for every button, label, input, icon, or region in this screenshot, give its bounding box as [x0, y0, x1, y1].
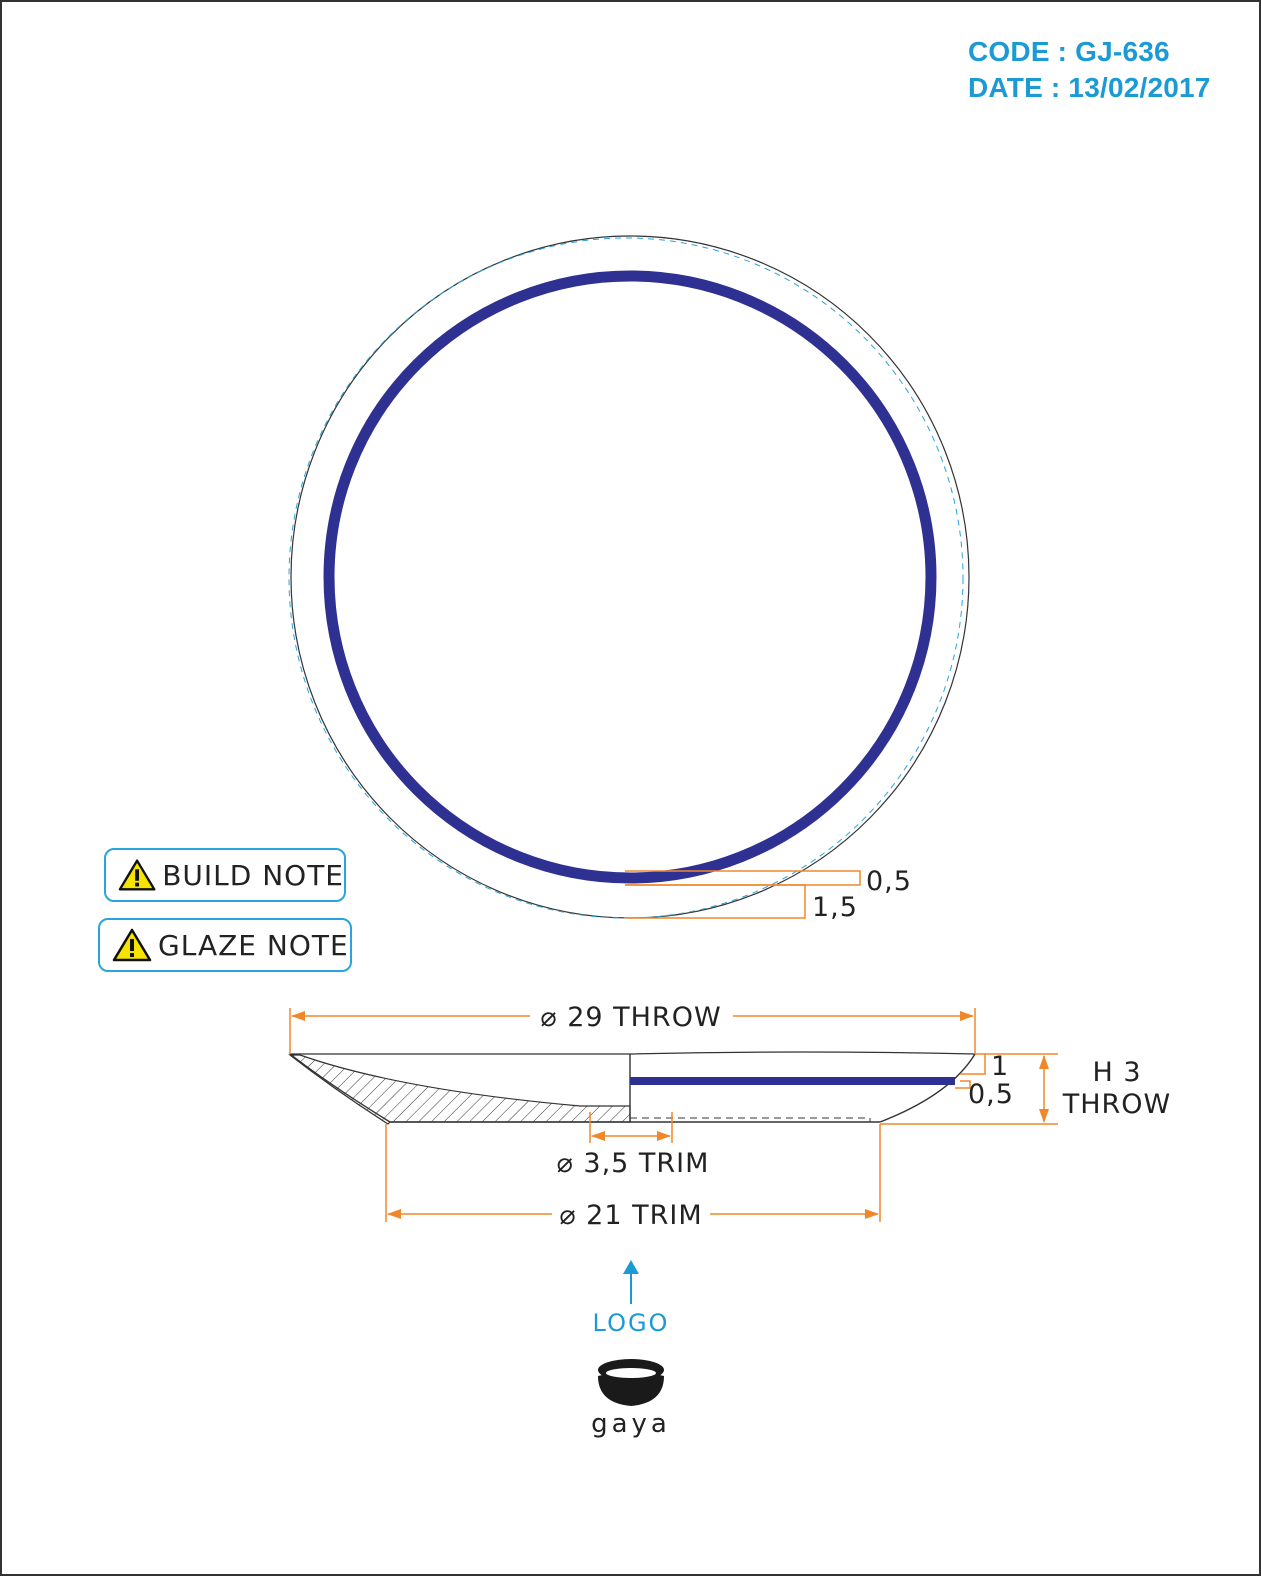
- dim-foot-inner: ⌀ 3,5 TRIM: [557, 1148, 710, 1179]
- build-note-button[interactable]: BUILD NOTE: [104, 848, 346, 902]
- plate-top-view: [288, 235, 970, 919]
- plate-outer-rim: [290, 235, 970, 919]
- top-view-dimensions: 0,5 1,5: [625, 866, 912, 923]
- glaze-note-button[interactable]: GLAZE NOTE: [98, 918, 352, 972]
- plate-blue-band: [323, 270, 937, 884]
- warning-icon: [112, 928, 152, 962]
- dim-band-width: 0,5: [866, 866, 912, 897]
- drawing-date: DATE : 13/02/2017: [968, 72, 1211, 103]
- plate-outer-rim-dashed: [288, 237, 964, 919]
- dim-foot-diameter: ⌀ 21 TRIM: [559, 1200, 702, 1231]
- dim-rim-width: 1,5: [812, 892, 858, 923]
- dim-rim-thickness: 1: [991, 1051, 1009, 1082]
- dim-height-value: H 3: [1092, 1057, 1141, 1088]
- glaze-note-label: GLAZE NOTE: [158, 928, 349, 962]
- section-hatch: [288, 1054, 631, 1125]
- build-note-label: BUILD NOTE: [162, 858, 344, 892]
- bowl-logo-icon: [598, 1359, 664, 1406]
- brand-name: gaya: [591, 1409, 671, 1439]
- dim-band-thickness: 0,5: [968, 1079, 1014, 1110]
- logo-pointer-label: LOGO: [593, 1309, 670, 1337]
- logo-pointer: LOGO: [593, 1260, 670, 1337]
- dim-height-note: THROW: [1062, 1089, 1172, 1120]
- plate-section-view: [288, 1051, 976, 1125]
- warning-icon: [118, 859, 156, 891]
- drawing-code: CODE : GJ-636: [968, 36, 1170, 67]
- section-dimensions: ⌀ 29 THROW 1 0,5 H 3 THROW ⌀ 3,5 TRIM ⌀ …: [289, 1002, 1172, 1231]
- dim-diameter-throw: ⌀ 29 THROW: [540, 1002, 721, 1033]
